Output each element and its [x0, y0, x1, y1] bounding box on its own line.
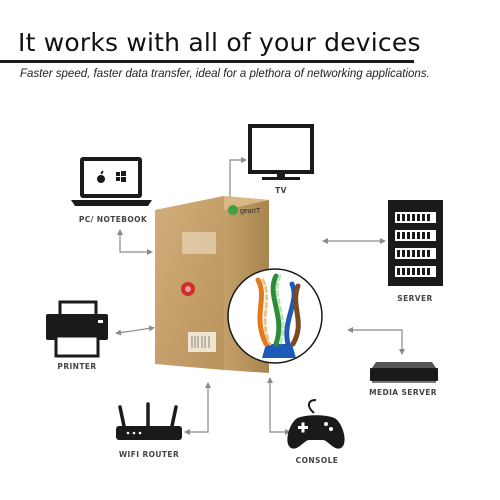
label-media-server: MEDIA SERVER [369, 388, 437, 397]
label-console: CONSOLE [295, 456, 339, 465]
arrow-router [184, 382, 211, 435]
headline-underline [0, 60, 414, 63]
label-tv: TV [275, 186, 287, 195]
wifi-router-icon [116, 402, 182, 440]
label-wifi-router: WIFI ROUTER [118, 450, 180, 459]
media-server-icon [370, 362, 438, 383]
laptop-icon [71, 157, 152, 206]
arrow-tv [227, 157, 247, 203]
connector-arrows [115, 157, 405, 435]
label-pc-notebook: PC/ NOTEBOOK [78, 215, 148, 224]
headline: It works with all of your devices [18, 28, 421, 57]
svg-text:gearIT: gearIT [240, 208, 261, 215]
label-server: SERVER [397, 294, 433, 303]
gearit-logo-icon: gearIT [228, 205, 261, 215]
apple-logo-icon [97, 170, 105, 183]
game-controller-icon [287, 399, 345, 449]
server-rack-icon [388, 200, 443, 286]
arrow-pc [117, 229, 153, 255]
printer-icon [46, 300, 108, 358]
arrow-media-server [347, 327, 405, 355]
ethernet-cable-closeup [227, 268, 323, 364]
arrow-printer [115, 325, 155, 336]
arrow-console [267, 377, 291, 435]
label-printer: PRINTER [57, 362, 97, 371]
tv-icon [248, 124, 314, 180]
tagline: Faster speed, faster data transfer, idea… [20, 68, 430, 80]
windows-logo-icon [116, 171, 126, 182]
